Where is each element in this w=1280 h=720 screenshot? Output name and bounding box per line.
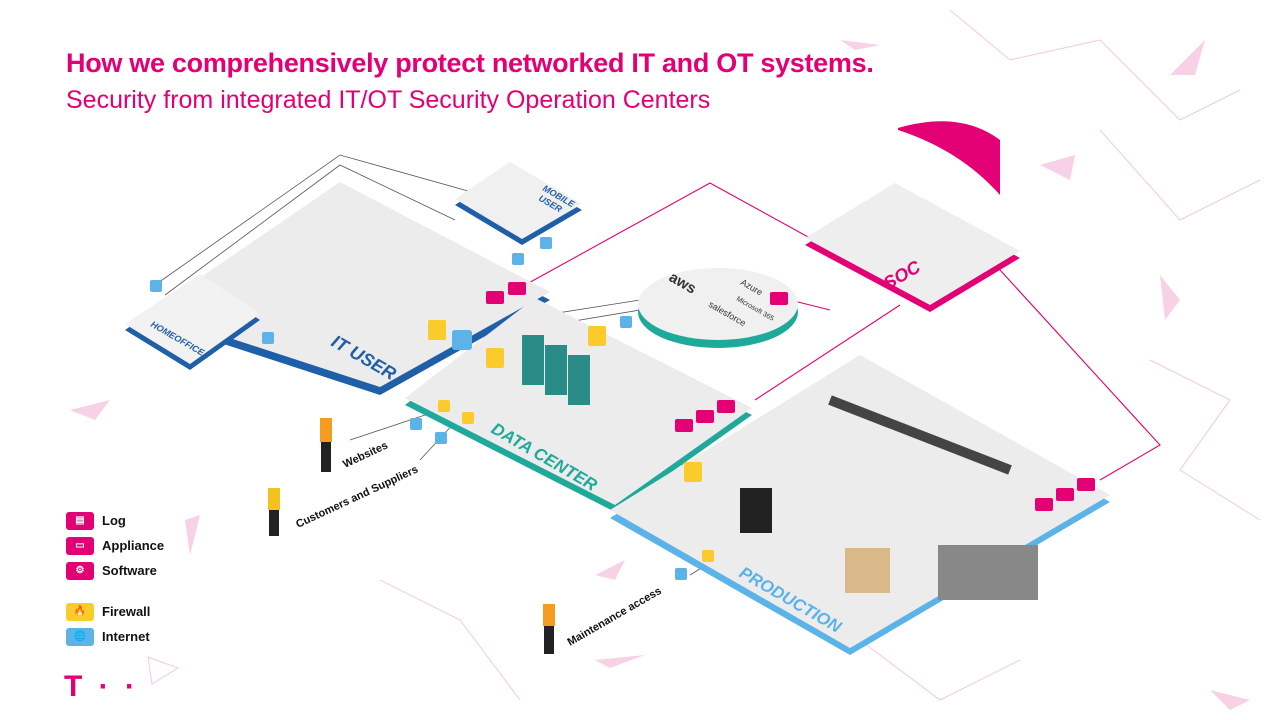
internet-icon <box>452 330 472 350</box>
legend-label: Firewall <box>102 604 151 619</box>
software-icon <box>675 419 693 432</box>
soc-platform: T SOC <box>805 121 1020 312</box>
log-icon <box>1077 478 1095 491</box>
legend-item-appliance: ▭ Appliance <box>66 533 164 558</box>
legend-item-log: ▤ Log <box>66 508 164 533</box>
external-people <box>268 418 555 654</box>
page-subtitle: Security from integrated IT/OT Security … <box>66 86 711 114</box>
firewall-icon <box>486 348 504 368</box>
firewall-icon: 🔥 <box>66 602 94 621</box>
internet-icon <box>150 280 162 292</box>
legend-item-firewall: 🔥 Firewall <box>66 599 164 624</box>
appliance-icon: ▭ <box>66 536 94 555</box>
log-icon <box>770 292 788 305</box>
software-icon: ⚙ <box>66 561 94 580</box>
log-icon: ▤ <box>66 511 94 530</box>
legend-item-software: ⚙ Software <box>66 558 164 583</box>
server-racks <box>522 335 590 405</box>
internet-icon <box>620 316 632 328</box>
security-badges <box>150 237 1095 580</box>
firewall-icon <box>438 400 450 412</box>
internet-icon <box>512 253 524 265</box>
mobile-user-platform: MOBILE USER <box>455 162 582 245</box>
it-user-platform: IT USER <box>150 182 550 395</box>
firewall-icon <box>428 320 446 340</box>
machine <box>740 488 772 533</box>
cloud-services: aws Azure Microsoft 365 salesforce <box>638 268 798 348</box>
background-mesh <box>147 9 1261 701</box>
internet-icon <box>435 432 447 444</box>
software-icon <box>486 291 504 304</box>
legend-label: Software <box>102 563 157 578</box>
firewall-icon <box>462 412 474 424</box>
internet-icon <box>410 418 422 430</box>
log-icon <box>717 400 735 413</box>
internet-icon <box>540 237 552 249</box>
log-icon <box>508 282 526 295</box>
legend-label: Appliance <box>102 538 165 553</box>
legend-label: Log <box>102 513 126 528</box>
customers-suppliers-label: Customers and Suppliers <box>294 464 420 531</box>
firewall-icon <box>684 462 702 482</box>
telekom-logo: T · · <box>64 670 139 703</box>
legend-label: Internet <box>102 629 150 644</box>
firewall-icon <box>702 550 714 562</box>
legend-item-internet: 🌐 Internet <box>66 624 164 649</box>
internet-icon <box>262 332 274 344</box>
boxes <box>845 548 890 593</box>
internet-icon <box>675 568 687 580</box>
internet-icon: 🌐 <box>66 627 94 646</box>
appliance-icon <box>1056 488 1074 501</box>
appliance-icon <box>696 410 714 423</box>
conveyor <box>828 395 1012 475</box>
page-title: How we comprehensively protect networked… <box>66 48 874 78</box>
background-decoration <box>70 40 1250 710</box>
soc-video-wall <box>898 121 1000 195</box>
soc-wall-logo: T <box>950 165 959 181</box>
truck <box>938 545 1038 600</box>
maintenance-access-label: Maintenance access <box>566 585 664 649</box>
firewall-icon <box>588 326 606 346</box>
software-icon <box>1035 498 1053 511</box>
legend: ▤ Log ▭ Appliance ⚙ Software 🔥 Firewall 🌐 Int… <box>66 508 164 649</box>
websites-label: Websites <box>341 440 390 471</box>
